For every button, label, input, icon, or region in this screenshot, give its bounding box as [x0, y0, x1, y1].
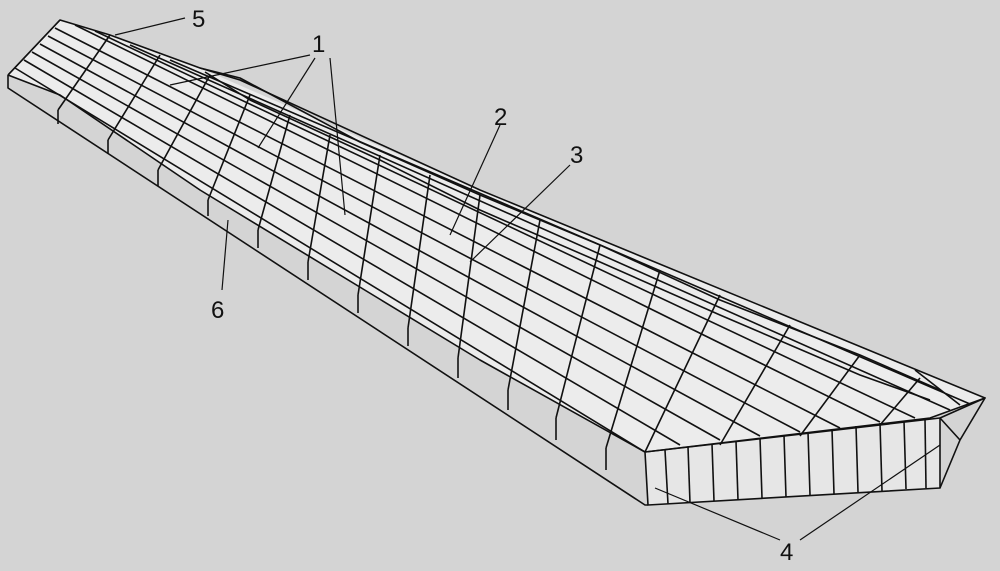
leader-line-2 [449, 124, 501, 236]
rib-line [507, 219, 541, 391]
leading-edge-blocks [57, 110, 607, 470]
part-labels: 5 1 2 3 6 4 [192, 6, 793, 566]
leader-line-1c [329, 57, 346, 216]
tip-wedge-line [939, 417, 961, 441]
leader-line-5 [114, 17, 186, 36]
tip-wedge [939, 397, 986, 489]
leader-line-3 [469, 164, 571, 263]
stringer-line [31, 51, 721, 441]
label-4: 4 [780, 539, 793, 566]
leader-line-1b [257, 57, 316, 149]
leader-line-4a [654, 487, 781, 541]
rib-line [7, 19, 61, 76]
rib-line [357, 154, 381, 296]
label-2: 2 [494, 104, 507, 131]
rib-line [555, 244, 601, 419]
rib-line [799, 354, 861, 437]
rib-line [307, 134, 331, 263]
stringer-line [39, 43, 761, 437]
rib-line [107, 54, 161, 141]
label-6: 6 [211, 297, 224, 324]
stringer-line [14, 67, 646, 453]
rear-spar-line [204, 71, 931, 401]
rib-line [57, 34, 111, 111]
rib-line [605, 269, 661, 449]
front-spar-line [199, 67, 941, 391]
leader-line-4b [799, 444, 941, 541]
tip-face-surface [645, 418, 940, 505]
leader-line-1a [169, 54, 311, 86]
rib-line [644, 294, 721, 453]
rib-line [257, 114, 291, 231]
rib-line [879, 377, 921, 426]
stringer-line [54, 27, 841, 429]
label-5: 5 [192, 6, 205, 33]
leading-edge-lower [7, 75, 648, 506]
leader-line-6 [221, 219, 229, 291]
stringer-line [129, 44, 951, 411]
stringer-line [47, 35, 801, 433]
stringer-line [74, 24, 881, 423]
rib-line [407, 174, 431, 329]
tip-face-ribs [664, 418, 927, 505]
label-3: 3 [570, 142, 583, 169]
label-1: 1 [312, 31, 325, 58]
wing-mesh [7, 19, 986, 506]
tip-wedge-line [914, 369, 961, 406]
stringer-line [94, 30, 916, 419]
leader-lines [114, 17, 941, 541]
stringer-line [23, 59, 681, 446]
